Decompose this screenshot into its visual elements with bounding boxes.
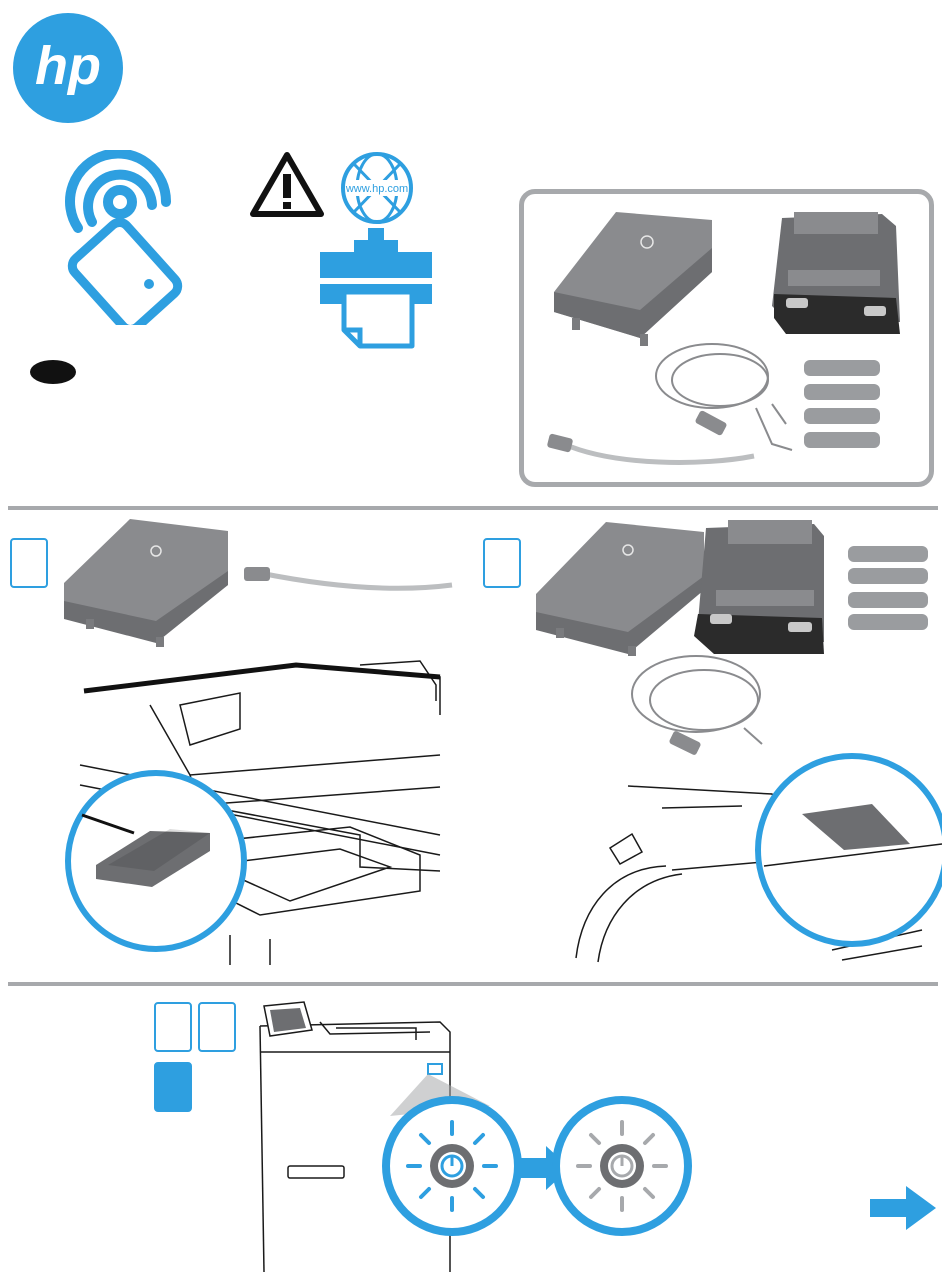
step-number-box [198,1002,236,1052]
step-number-box-active [154,1062,192,1112]
step-number-box [154,1002,192,1052]
warning-triangle-icon [248,150,326,220]
step-number-box [483,538,521,588]
package-contents-panel [519,189,934,487]
section-divider [8,506,938,510]
hp-logo-text: hp [35,36,101,96]
printer-power-illustration [240,996,700,1278]
step-number-box [10,538,48,588]
pocket-mount-image [772,212,900,334]
usb-cable-long-image [656,344,792,450]
globe-icon: www.hp.com [334,150,420,230]
bullet-oval [30,360,76,384]
download-to-printer-icon [320,228,432,352]
web-url-text: www.hp.com [345,183,408,195]
usb-cable-short-image [547,433,754,462]
usb-plug [694,410,727,436]
section-divider [8,982,938,986]
nfc-card-icon [50,150,190,325]
next-arrow-icon[interactable] [870,1186,936,1230]
installation-illustration-control-panel [60,515,460,970]
hp-logo: hp [12,12,124,124]
installation-illustration-pocket-mount [532,518,942,970]
adhesive-strips-image [804,360,880,448]
card-reader-image [554,212,712,346]
